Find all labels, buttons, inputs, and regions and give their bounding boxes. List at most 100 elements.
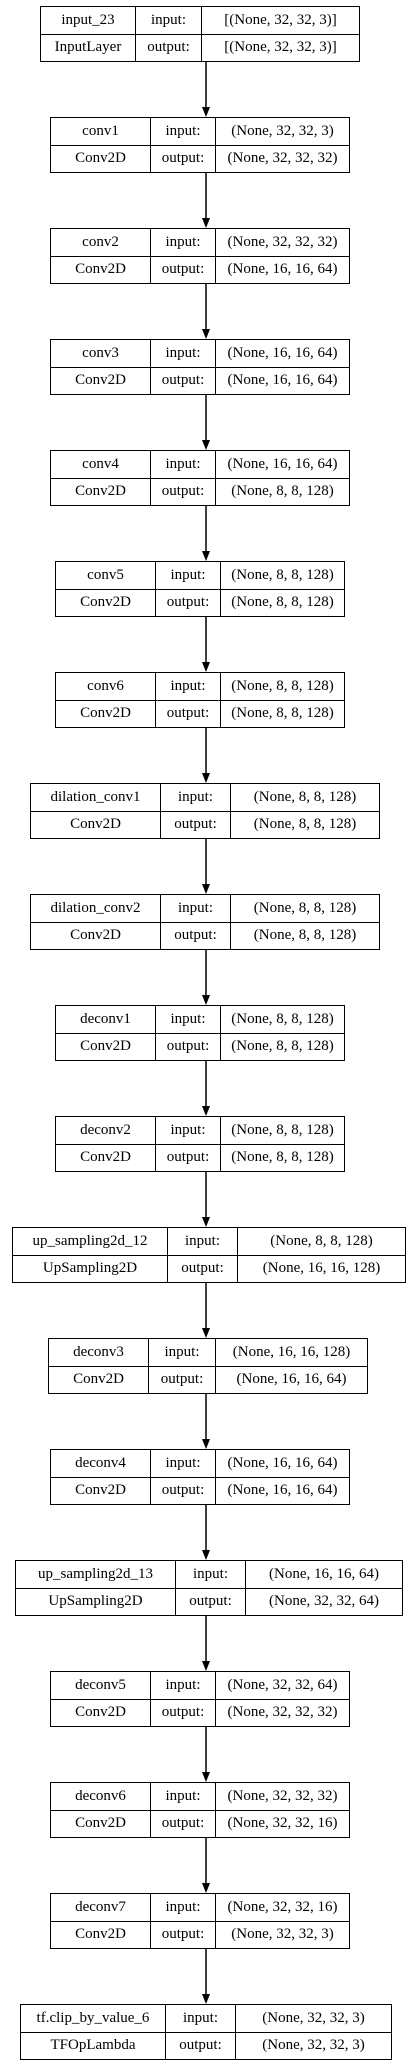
input-shape: (None, 16, 16, 64): [227, 1455, 338, 1471]
arrowhead: [202, 1883, 210, 1893]
input-shape: (None, 16, 16, 64): [227, 345, 338, 361]
input-shape: (None, 32, 32, 3): [262, 2010, 365, 2026]
layer-name: conv3: [51, 340, 151, 367]
output-label: output:: [161, 922, 231, 949]
output-shape: (None, 8, 8, 128): [231, 483, 334, 499]
output-shape: (None, 32, 32, 16): [227, 1815, 338, 1831]
layer-name: deconv3: [49, 1339, 149, 1366]
layer-type: Conv2D: [51, 367, 151, 394]
arrowhead: [202, 1439, 210, 1449]
input-label: input:: [156, 1006, 221, 1033]
input-shape: (None, 32, 32, 32): [227, 1788, 338, 1804]
input-label: input:: [156, 562, 221, 589]
input-shape: (None, 8, 8, 128): [253, 900, 357, 916]
input-shape: (None, 8, 8, 128): [253, 789, 357, 805]
layer-type: Conv2D: [56, 589, 156, 616]
layer-type: Conv2D: [51, 256, 151, 283]
output-shape: (None, 32, 32, 64): [269, 1593, 379, 1609]
output-label: output:: [151, 1477, 216, 1504]
layer-name: deconv4: [51, 1450, 151, 1477]
output-shape: (None, 16, 16, 64): [227, 261, 338, 277]
output-shape: (None, 8, 8, 128): [231, 594, 334, 610]
arrowhead: [202, 107, 210, 117]
layer-type: Conv2D: [49, 1366, 149, 1393]
layer-name: deconv5: [51, 1672, 151, 1699]
arrowhead: [202, 440, 210, 450]
input-shape: (None, 32, 32, 16): [227, 1899, 338, 1915]
layer-type: Conv2D: [51, 145, 151, 172]
layer-type: Conv2D: [51, 1477, 151, 1504]
output-label: output:: [156, 700, 221, 727]
output-shape: (None, 32, 32, 32): [227, 1704, 338, 1720]
arrowhead: [202, 1661, 210, 1671]
output-label: output:: [151, 1699, 216, 1726]
layer-type: InputLayer: [41, 34, 136, 61]
input-label: input:: [156, 1117, 221, 1144]
output-label: output:: [161, 811, 231, 838]
input-shape: (None, 8, 8, 128): [231, 567, 334, 583]
layer-type: UpSampling2D: [16, 1588, 176, 1615]
output-shape: (None, 8, 8, 128): [231, 1038, 334, 1054]
output-shape: (None, 16, 16, 64): [227, 1482, 338, 1498]
output-shape: (None, 8, 8, 128): [253, 927, 357, 943]
output-shape: (None, 16, 16, 64): [236, 1371, 347, 1387]
output-label: output:: [151, 1810, 216, 1837]
layer-type: TFOpLambda: [21, 2032, 166, 2059]
output-label: output:: [168, 1255, 238, 1282]
input-label: input:: [151, 340, 216, 367]
layer-type: Conv2D: [31, 811, 161, 838]
output-label: output:: [176, 1588, 246, 1615]
output-shape: (None, 8, 8, 128): [231, 1149, 334, 1165]
arrowhead: [202, 773, 210, 783]
layer-name: conv6: [56, 673, 156, 700]
arrowhead: [202, 662, 210, 672]
output-shape: (None, 32, 32, 32): [227, 150, 338, 166]
output-label: output:: [136, 34, 202, 61]
arrowhead: [202, 329, 210, 339]
layer-name: dilation_conv1: [31, 784, 161, 811]
layer-name: conv5: [56, 562, 156, 589]
layer-type: UpSampling2D: [13, 1255, 168, 1282]
arrowhead: [202, 1328, 210, 1338]
output-label: output:: [166, 2032, 236, 2059]
layer-type: Conv2D: [56, 700, 156, 727]
input-label: input:: [168, 1228, 238, 1255]
layer-type: Conv2D: [51, 1699, 151, 1726]
layer-type: Conv2D: [51, 478, 151, 505]
arrowhead: [202, 551, 210, 561]
layer-name: up_sampling2d_12: [13, 1228, 168, 1255]
input-shape: (None, 8, 8, 128): [231, 1011, 334, 1027]
output-shape: (None, 16, 16, 128): [262, 1260, 381, 1276]
input-label: input:: [136, 7, 202, 34]
layer-name: up_sampling2d_13: [16, 1561, 176, 1588]
input-label: input:: [151, 118, 216, 145]
input-label: input:: [151, 1783, 216, 1810]
arrowhead: [202, 1550, 210, 1560]
